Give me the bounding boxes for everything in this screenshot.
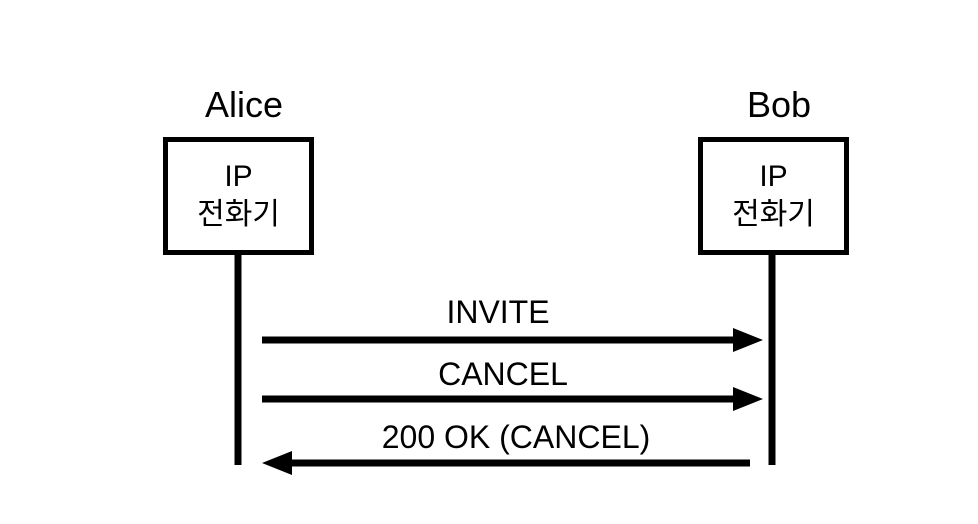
alice-phone-label-line1: IP [224, 160, 253, 193]
alice-phone-label-line2: 전화기 [197, 198, 280, 231]
cancel-arrow [262, 387, 763, 411]
200-ok-cancel-arrow [262, 451, 750, 475]
bob-phone-label-line1: IP [759, 160, 788, 193]
message-label-invite: INVITE [446, 294, 550, 330]
invite-arrowhead-right-icon [733, 328, 763, 352]
participant-name-alice: Alice [204, 84, 284, 125]
message-label-200-ok-cancel: 200 OK (CANCEL) [381, 419, 651, 455]
alice-phone-box: IP 전화기 [163, 137, 314, 255]
participant-name-bob: Bob [746, 84, 812, 125]
invite-arrow [262, 328, 763, 352]
cancel-arrowhead-right-icon [733, 387, 763, 411]
bob-phone-label-line2: 전화기 [732, 198, 815, 231]
200-ok-cancel-arrowhead-left-icon [262, 451, 292, 475]
message-label-cancel: CANCEL [438, 356, 568, 392]
